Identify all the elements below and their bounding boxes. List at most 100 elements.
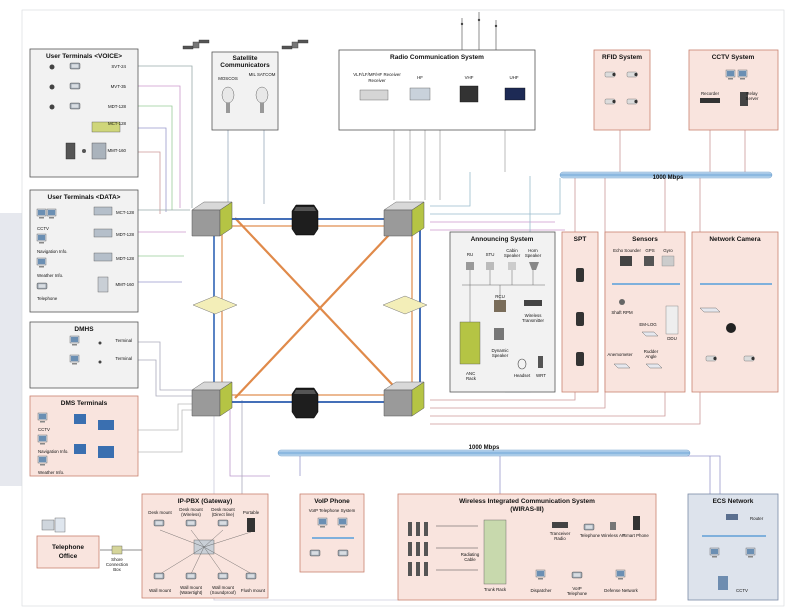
sensors-item-3: Gyro [663, 248, 673, 253]
core-switch-top-right [383, 201, 425, 237]
voip-phone-panel: VoIP Phone VoIP Telephone System [299, 493, 365, 573]
announcing-item-9: Headset [514, 373, 531, 378]
ip-pbx-item-6b: (Watertight) [180, 590, 203, 595]
ut-voice-item-2: MVT-35 [111, 84, 127, 89]
ut-data-right-2: MDT-128 [116, 232, 135, 237]
ip-pbx-item-8: Flush mount [241, 588, 266, 593]
wiras-item-7: Dispatcher [531, 588, 553, 593]
announcing-item-3b: Speaker [504, 253, 521, 258]
announcing-item-4a: Horn [528, 248, 538, 253]
sensors-item-8a: Rudder [644, 349, 659, 354]
radio-item-3: VHF [465, 75, 474, 80]
sensors-title: Sensors [632, 236, 658, 243]
user-terminals-voice-title: User Terminals <VOICE> [46, 53, 122, 60]
wiras-item-6: Smart Phone [623, 533, 649, 538]
dmhs-item-2: Terminal [115, 356, 132, 361]
core-switch-bottom-left [191, 381, 233, 417]
ut-voice-item-1: SVT-24 [111, 64, 126, 69]
sensors-item-1: Echo Sounder [613, 248, 641, 253]
cctv-system-title: CCTV System [712, 54, 755, 61]
announcing-item-1: RU [467, 252, 473, 257]
wiras-title-1: Wireless Integrated Communication System [459, 498, 595, 505]
user-terminals-data-title: User Terminals <DATA> [48, 194, 121, 201]
cctv-system-panel: CCTV System Recorder Relay Server [688, 49, 779, 131]
wiras-item-9: Defense Network [604, 588, 638, 593]
ip-pbx-item-7a: Wall mount [212, 585, 235, 590]
sensors-item-4: Shaft RPM [611, 310, 633, 315]
user-terminals-data-panel: User Terminals <DATA> CCTV Navigation In… [29, 189, 139, 313]
rfid-title: RFID System [602, 54, 642, 61]
shore-line3: Box [113, 567, 121, 572]
sensors-item-5: EM-LOG [639, 322, 657, 327]
ecs-title: ECS Network [713, 498, 754, 505]
dmhs-panel: DMHS Terminal Terminal [29, 321, 139, 389]
wiras-item-4: Telephone [580, 533, 601, 538]
satellite-title-1: Satellite [233, 55, 258, 62]
ecs-network-panel: ECS Network Router CCTV [687, 493, 779, 601]
announcing-item-7b: Speaker [492, 353, 509, 358]
ip-pbx-item-2b: (Wireless) [181, 512, 201, 517]
announcing-item-2: STU [486, 252, 495, 257]
wiras-item-2: Trunk Rack [484, 587, 507, 592]
ut-data-right-4: MMT-160 [115, 282, 134, 287]
radio-item-2: HF [417, 75, 423, 80]
dms-item-3: Weather Info. [38, 470, 64, 475]
left-band [0, 213, 22, 486]
spt-panel: SPT [561, 231, 599, 393]
spt-title: SPT [574, 236, 587, 243]
sensors-item-2: GPS [645, 248, 654, 253]
wiras-item-1a: Radiating [461, 552, 480, 557]
radio-item-1: VLF/LF/MF/HF Receiver [353, 72, 401, 77]
dms-item-1: CCTV [38, 427, 50, 432]
dmhs-item-1: Terminal [115, 338, 132, 343]
sensors-panel: Sensors Echo Sounder GPS Gyro Shaft RPM … [604, 231, 686, 393]
shore-line1: Shore [111, 557, 123, 562]
router-bottom [291, 387, 319, 419]
telephone-office-line2: Office [59, 553, 78, 560]
dms-title: DMS Terminals [61, 400, 108, 407]
dms-item-2: Navigation Info. [38, 449, 69, 454]
ip-pbx-item-3b: (Direct line) [212, 512, 235, 517]
ut-voice-item-5: MMT-160 [107, 148, 126, 153]
voip-subtitle: VoIP Telephone System [309, 508, 356, 513]
rfid-panel: RFID System [593, 49, 651, 131]
ip-pbx-item-5: Wall mount [149, 588, 172, 593]
sensors-item-6: DDU [667, 336, 677, 341]
announcing-item-8b: Rack [466, 376, 477, 381]
ip-pbx-item-4: Portable [243, 510, 260, 515]
coupler-right [382, 295, 428, 315]
ut-voice-item-3: MDT-128 [108, 104, 127, 109]
ip-pbx-title: IP-PBX (Gateway) [178, 498, 233, 505]
ut-data-left-2: Navigation Info. [37, 249, 68, 254]
ecs-item-1: Router [750, 516, 764, 521]
telephone-office: Telephone Office Shore Connection Box [36, 517, 129, 572]
announcing-item-10: WRT [536, 373, 546, 378]
announcing-title: Announcing System [471, 236, 534, 243]
network-camera-panel: Network Camera [691, 231, 779, 393]
satellite-title-2: Communicators [220, 62, 270, 69]
network-camera-title: Network Camera [709, 236, 761, 243]
core-switch-bottom-right [383, 381, 425, 417]
ip-pbx-item-2a: Desk mount [179, 507, 203, 512]
ut-data-right-3: MDT-128 [116, 256, 135, 261]
wiras-panel: Wireless Integrated Communication System… [397, 493, 657, 601]
telephone-office-line1: Telephone [52, 544, 84, 551]
router-top [291, 204, 319, 236]
announcing-item-4b: Speaker [525, 253, 542, 258]
sensors-item-8b: Angle [645, 354, 657, 359]
ecs-item-2: CCTV [736, 588, 748, 593]
ip-pbx-item-7b: (Soundproof) [210, 590, 236, 595]
radio-item-1b: Receiver [368, 78, 386, 83]
backbone-top-label: 1000 Mbps [653, 175, 684, 181]
announcing-item-7a: Dynamic [491, 348, 509, 353]
dmhs-title: DMHS [74, 326, 94, 333]
sensors-item-7: Anemometer [607, 352, 633, 357]
wiras-item-8a: VoIP [572, 586, 581, 591]
announcing-item-3a: Cabin [506, 248, 518, 253]
radio-title: Radio Communication System [390, 54, 484, 61]
wiras-item-8b: Telephone [567, 591, 588, 596]
announcing-item-5: RCU [495, 294, 505, 299]
core-switch-top-left [191, 201, 233, 237]
